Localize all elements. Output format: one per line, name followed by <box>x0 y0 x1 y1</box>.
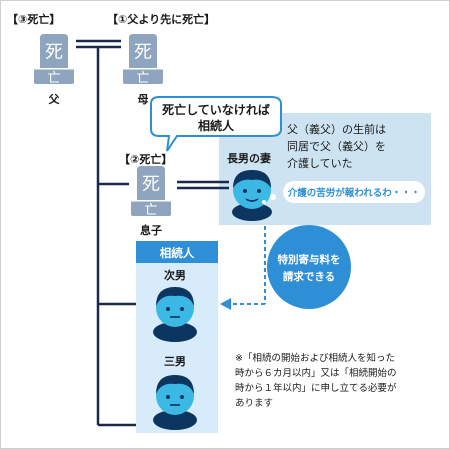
second-son-face-icon <box>153 287 197 342</box>
son-status-label: 【②死亡】 <box>119 152 172 166</box>
father-label: 父 <box>48 93 61 106</box>
mother-tombstone-icon: 死 亡 <box>123 34 163 86</box>
wife-label: 長男の妻 <box>227 151 271 165</box>
mother-label: 母 <box>138 93 149 106</box>
speech-bubble: 死亡していなければ 相続人 <box>150 96 282 152</box>
circle-note-line1: 特別寄与料を <box>278 253 341 266</box>
thought-bubble: 介護の苦労が報われるわ・・・ <box>262 181 425 204</box>
speech-bubble-line1: 死亡していなければ <box>162 102 270 117</box>
family-lines <box>76 39 229 427</box>
thought-text: 介護の苦労が報われるわ・・・ <box>287 187 421 199</box>
father-tombstone-icon: 死 亡 <box>34 34 74 86</box>
tombstone-text-top: 死 <box>45 42 63 63</box>
heirs-header-bar <box>136 241 218 263</box>
second-son-label: 次男 <box>164 268 186 282</box>
speech-bubble-line2: 相続人 <box>198 118 235 133</box>
mother-status-label: 【①父より先に死亡】 <box>107 12 215 26</box>
care-text-line3: 介護していた <box>287 156 353 170</box>
circle-note-line2: 請求できる <box>283 270 335 283</box>
wife-face-icon <box>232 170 272 221</box>
heirs-header: 相続人 <box>160 246 195 260</box>
care-text-line2: 同居で父（義父）を <box>287 139 386 153</box>
third-son-label: 三男 <box>164 355 186 368</box>
tombstone-text-top: 死 <box>134 42 152 63</box>
special-contribution-note: 特別寄与料を 請求できる <box>267 225 351 309</box>
tombstone-text-bottom: 亡 <box>136 71 149 86</box>
claim-arrow <box>220 226 266 310</box>
tombstone-text-top: 死 <box>142 174 160 195</box>
care-text-line1: 父（義父）の生前は <box>287 122 386 136</box>
son-label: 息子 <box>140 223 162 237</box>
third-son-face-icon <box>153 375 197 430</box>
tombstone-text-bottom: 亡 <box>144 203 157 218</box>
tombstone-text-bottom: 亡 <box>47 71 60 86</box>
son-tombstone-icon: 死 亡 <box>131 166 171 218</box>
footnote-line4: あります <box>235 398 273 409</box>
footnote-line1: ※「相続の開始および相続人を知った <box>235 352 395 364</box>
father-status-label: 【③死亡】 <box>7 12 60 26</box>
footnote-line2: 時から６カ月以内」又は「相続開始の <box>235 367 397 379</box>
footnote-line3: 時から１年以内」に申し立てる必要が <box>235 382 397 394</box>
